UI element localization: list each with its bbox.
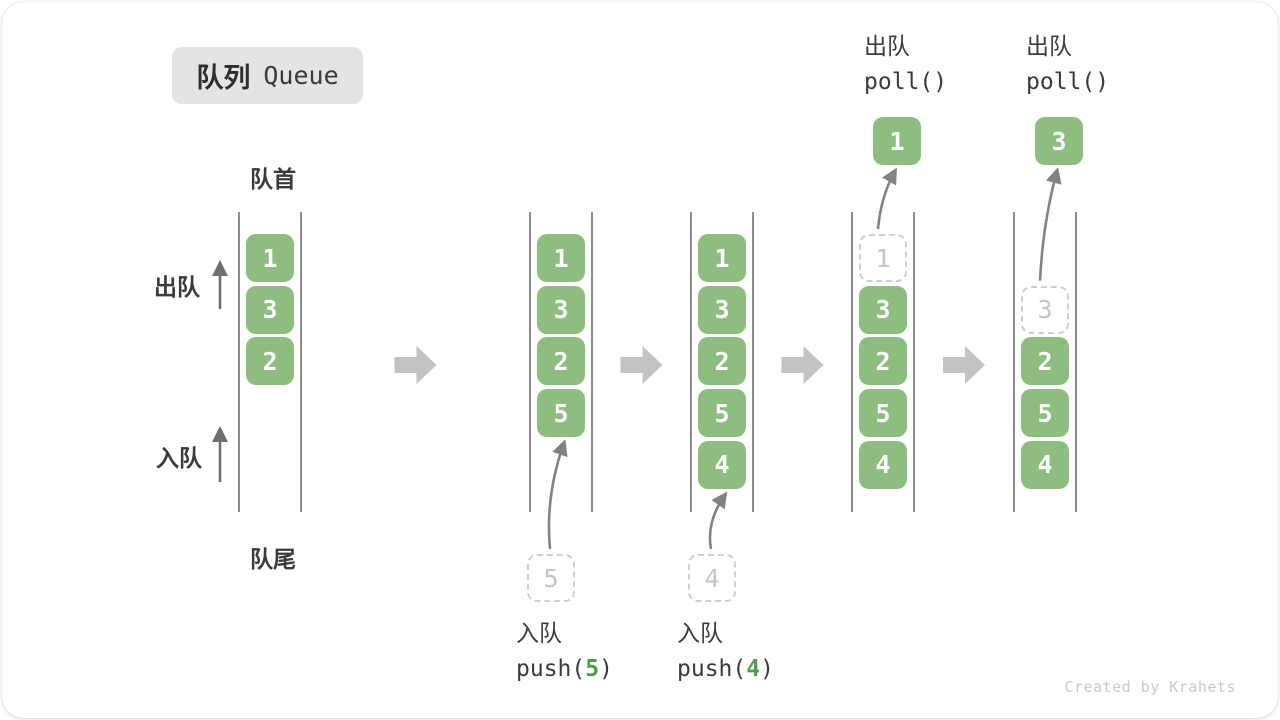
push-zh-label: 入队 — [516, 621, 562, 647]
queue-rear-label: 队尾 — [250, 547, 296, 573]
poll-zh-label: 出队 — [864, 34, 910, 60]
state-transition-arrow-shape — [943, 346, 985, 384]
poll-code-label: poll() — [864, 69, 948, 95]
watermark: Created by Krahets — [1064, 678, 1236, 696]
push-value: 5 — [585, 656, 600, 682]
queue-item-box: 3 — [859, 285, 907, 334]
queue-item-box: 2 — [246, 337, 294, 386]
queue-front-label: 队首 — [250, 167, 296, 193]
poll-arrow — [1038, 167, 1062, 281]
state-transition-arrow-shape — [620, 346, 663, 384]
push-arrow — [708, 491, 728, 550]
queue-item-box: 2 — [537, 337, 585, 386]
queue-item-box: 1 — [698, 234, 746, 282]
queue-item-box: 4 — [859, 440, 907, 489]
queue-item-box: 4 — [1021, 440, 1069, 489]
queue-item-box: 3 — [698, 285, 746, 334]
dequeued-item-box: 1 — [859, 234, 907, 282]
dequeued-item-box: 3 — [1021, 285, 1069, 334]
state-transition-arrow-shape — [394, 346, 437, 384]
poll-arrow — [876, 167, 897, 230]
state-transition-arrow-icon — [394, 346, 437, 384]
dequeue-side-label: 出队 — [154, 275, 200, 301]
push-staging-box: 4 — [688, 554, 736, 602]
queue-item-box: 2 — [1021, 337, 1069, 386]
title-zh-label: 队列 — [196, 63, 251, 94]
queue-item-box: 5 — [698, 389, 746, 438]
queue-item-box: 5 — [1021, 389, 1069, 438]
push-value: 4 — [746, 656, 761, 682]
poll-code-label: poll() — [1026, 69, 1110, 95]
push-operation-label: 入队 push(4) — [677, 617, 774, 687]
title-en-label: Queue — [263, 61, 339, 90]
enqueue-side-label: 入队 — [156, 446, 202, 472]
state-transition-arrow-icon — [943, 346, 985, 384]
queue-item-box: 4 — [698, 440, 746, 489]
queue-item-box: 3 — [246, 285, 294, 334]
state-transition-arrow-shape — [781, 346, 824, 384]
queue-item-box: 3 — [537, 285, 585, 334]
push-arrow — [547, 439, 568, 550]
push-zh-label: 入队 — [677, 621, 723, 647]
state-transition-arrow-icon — [781, 346, 824, 384]
queue-item-box: 5 — [537, 389, 585, 438]
title-badge: 队列 Queue — [172, 47, 363, 104]
poll-operation-label: 出队 poll() — [864, 30, 947, 100]
polled-item-box: 3 — [1035, 117, 1083, 165]
polled-item-box: 1 — [873, 117, 921, 165]
queue-item-box: 1 — [246, 234, 294, 282]
queue-item-box: 5 — [859, 389, 907, 438]
state-transition-arrow-icon — [620, 346, 663, 384]
push-code-label: push(4) — [677, 656, 774, 682]
push-operation-label: 入队 push(5) — [516, 617, 613, 687]
poll-operation-label: 出队 poll() — [1026, 30, 1109, 100]
poll-zh-label: 出队 — [1026, 34, 1072, 60]
queue-item-box: 2 — [698, 337, 746, 386]
push-code-label: push(5) — [516, 656, 613, 682]
queue-item-box: 2 — [859, 337, 907, 386]
push-staging-box: 5 — [527, 554, 575, 602]
queue-item-box: 1 — [537, 234, 585, 282]
